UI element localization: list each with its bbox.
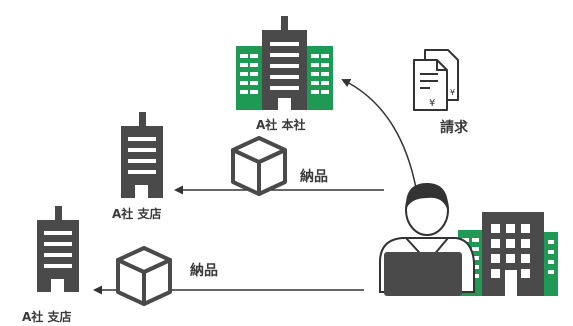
- invoice-arrow: [341, 79, 417, 189]
- delivery-lower-label: 納品: [190, 263, 218, 279]
- box-lower-icon: [116, 246, 172, 306]
- branch-lower-label: A社 支店: [22, 310, 72, 324]
- delivery-upper-label: 納品: [300, 169, 328, 185]
- company-building-icon: [458, 212, 558, 296]
- invoice-documents-icon: ¥ ¥: [413, 49, 459, 111]
- invoice-label: 請求: [440, 120, 468, 136]
- svg-text:¥: ¥: [429, 98, 435, 109]
- person-at-laptop-icon: [379, 183, 475, 296]
- branch-upper-building-icon: [121, 112, 163, 198]
- hq-label: A社 本社: [256, 118, 306, 132]
- branch-upper-label: A社 支店: [112, 207, 162, 221]
- branch-lower-building-icon: [37, 206, 79, 292]
- svg-text:¥: ¥: [450, 88, 455, 97]
- hq-building-icon: [236, 16, 333, 110]
- box-upper-icon: [231, 136, 287, 196]
